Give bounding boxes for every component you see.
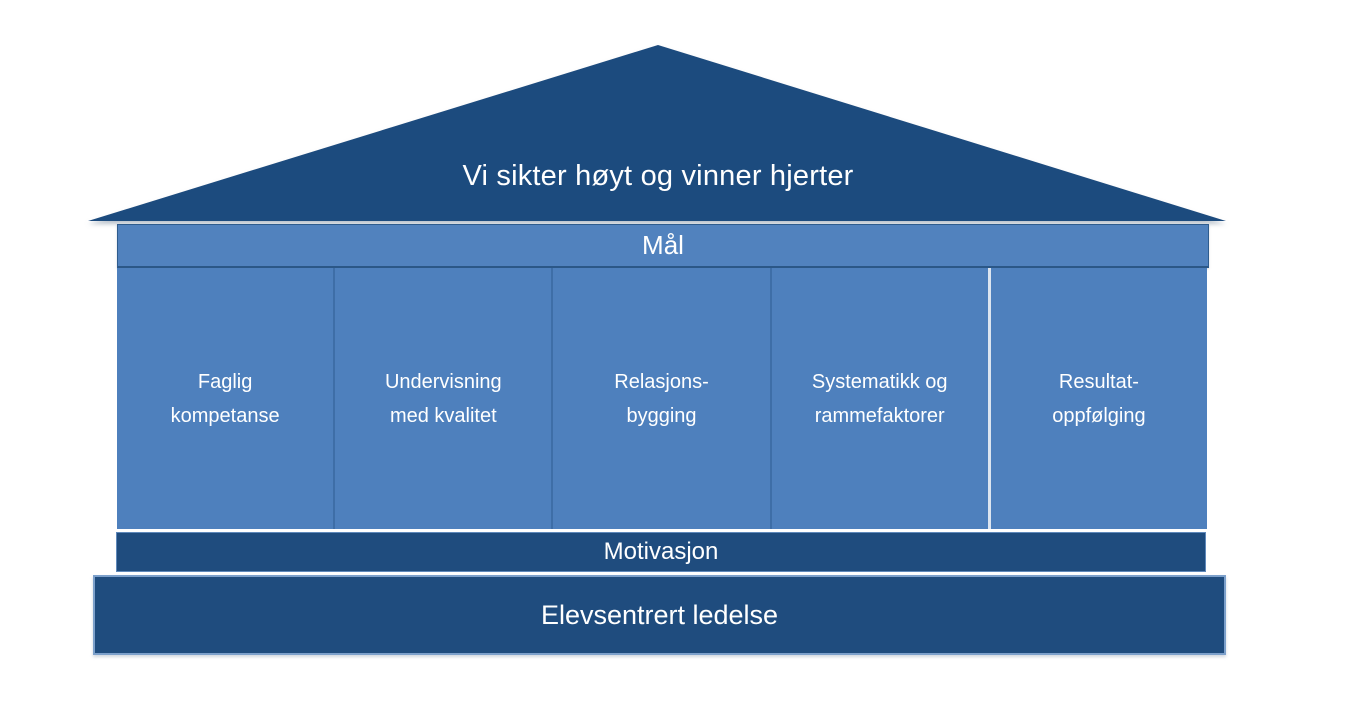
goal-bar: Mål — [117, 224, 1209, 268]
pillar-label-line: oppfølging — [1052, 404, 1146, 427]
pillar-resultatoppfolging: Resultat- oppfølging — [987, 268, 1208, 529]
pillar-label-line: Systematikk og — [811, 370, 948, 393]
pillar-label-line: kompetanse — [170, 404, 280, 427]
pillar-label-line: Resultat- — [1058, 370, 1139, 393]
foundation-label: Elevsentrert ledelse — [540, 599, 779, 630]
pillar-label-line: Faglig — [197, 370, 253, 393]
pillar-label-line: med kvalitet — [389, 404, 497, 427]
pillar-label-line: rammefaktorer — [814, 404, 945, 427]
motivation-label: Motivasjon — [603, 538, 719, 565]
pillars-row: Faglig kompetanse Undervisning med kvali… — [117, 268, 1208, 529]
goal-label: Mål — [642, 230, 684, 260]
pillar-relasjonsbygging: Relasjons- bygging — [551, 268, 770, 529]
pillar-label-line: Relasjons- — [614, 370, 709, 393]
roof-triangle — [88, 45, 1226, 221]
foundation-bar: Elevsentrert ledelse — [93, 575, 1226, 655]
pillar-undervisning-med-kvalitet: Undervisning med kvalitet — [333, 268, 552, 529]
pillar-label-line: Undervisning — [384, 370, 502, 393]
pillar-label-line: bygging — [626, 404, 697, 427]
motivation-bar: Motivasjon — [116, 532, 1206, 572]
pillar-faglig-kompetanse: Faglig kompetanse — [117, 268, 334, 529]
pillar-systematikk-og-rammefaktorer: Systematikk og rammefaktorer — [769, 268, 988, 529]
vision-label: Vi sikter høyt og vinner hjerter — [462, 160, 854, 192]
